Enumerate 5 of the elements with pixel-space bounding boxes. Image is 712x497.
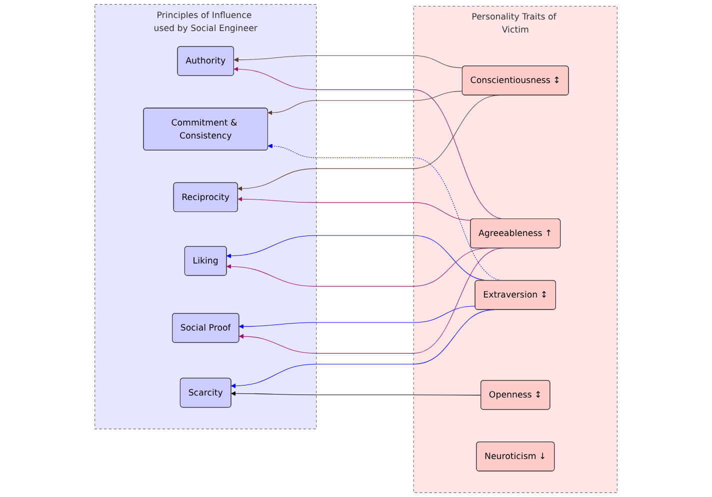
- arrow: [268, 90, 463, 116]
- arrow: [238, 196, 472, 220]
- arrow: [238, 306, 476, 329]
- arrow: [231, 391, 482, 396]
- arrow: [234, 55, 463, 68]
